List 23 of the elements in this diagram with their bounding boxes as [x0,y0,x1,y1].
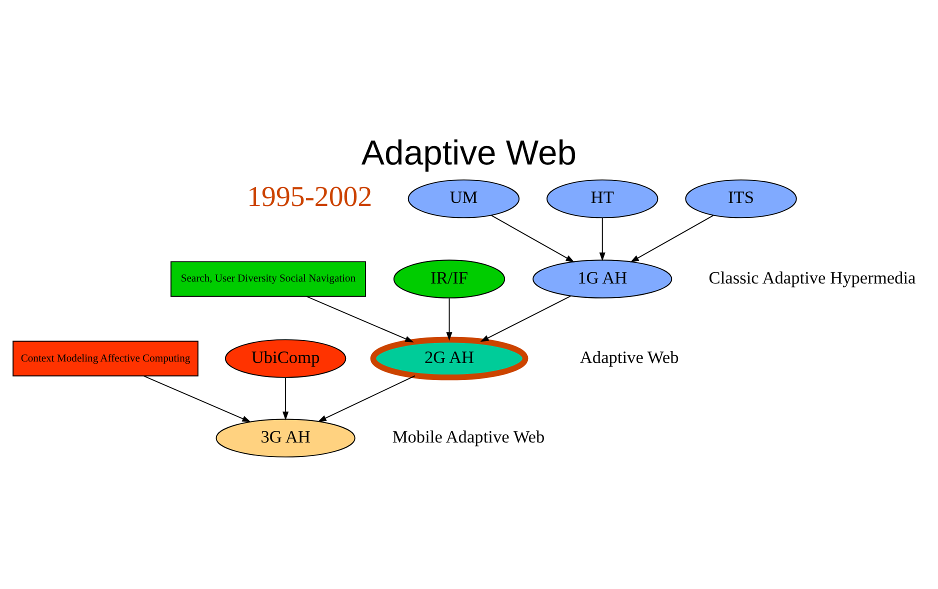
node-ellipse: 3G AH [216,418,356,457]
node-ellipse: HT [546,178,658,218]
arrow [599,216,606,261]
node-box: Context Modeling Affective Computing [12,340,198,376]
arrow [306,295,414,342]
node-ellipse: ITS [685,178,797,218]
arrow [490,214,575,262]
node-ellipse: IR/IF [393,259,506,298]
node-label: Classic Adaptive Hypermedia [708,268,916,287]
node-label: Mobile Adaptive Web [392,426,545,446]
arrow [143,375,251,422]
arrow [282,376,289,420]
arrow [630,214,714,262]
arrow [446,297,452,340]
arrow [318,374,416,422]
diagram-title: Adaptive Web [361,134,577,172]
arrow [480,295,572,342]
node-label: Adaptive Web [580,347,679,366]
node-ellipse: UM [408,178,520,218]
node-ellipse: 1G AH [532,259,672,298]
label: 1995-2002 [247,180,372,213]
node-ellipse: UbiComp [224,338,346,378]
node-box: Search, User Diversity Social Navigation [170,260,366,296]
